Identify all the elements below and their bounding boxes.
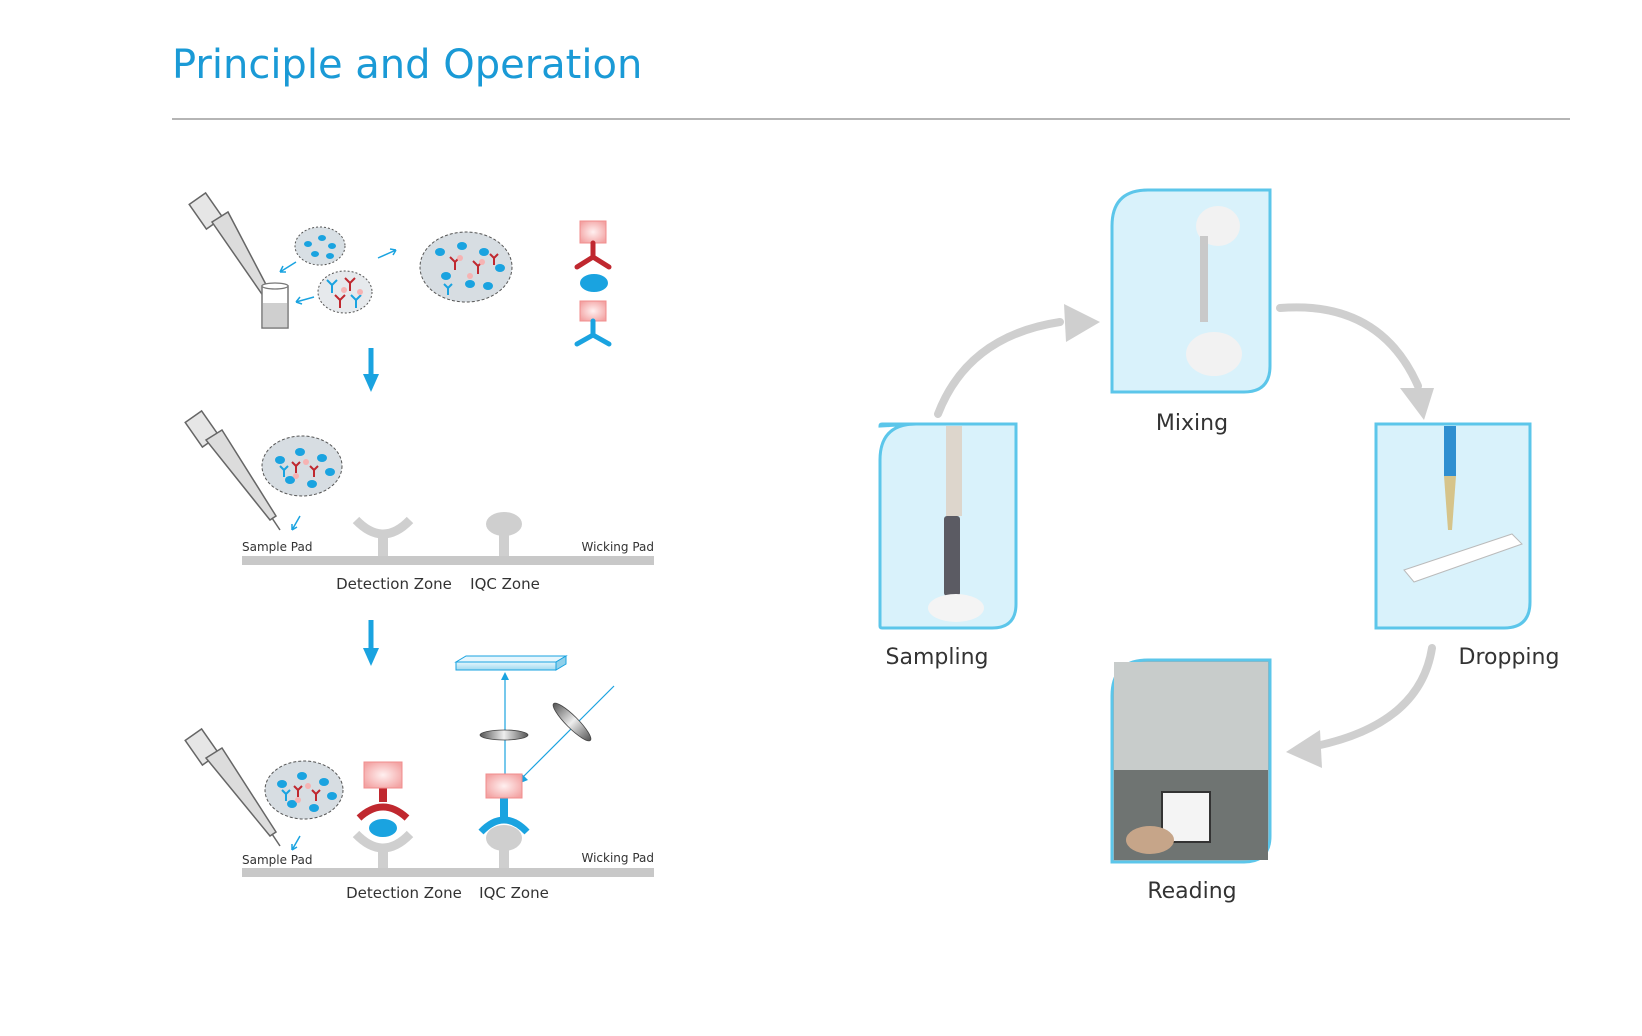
pipette-icon: [188, 191, 277, 313]
step-label-mixing: Mixing: [1156, 411, 1228, 436]
beaker-icon: [261, 282, 289, 329]
wicking-pad-label: Wicking Pad: [581, 851, 654, 865]
arrow-sampling-to-mixing: [934, 318, 1064, 418]
page-title: Principle and Operation: [172, 42, 643, 88]
detection-zone-label: Detection Zone: [346, 884, 462, 902]
pipette-icon: [184, 409, 281, 531]
arrow-mixing-to-dropping: [1276, 303, 1422, 390]
step-label-reading: Reading: [1147, 879, 1236, 904]
sample-pad-label: Sample Pad: [242, 853, 312, 867]
title-divider: [172, 118, 1570, 120]
iqc-zone-complex: [478, 773, 530, 868]
lens-icon: [479, 729, 529, 741]
iqc-zone-capture: [486, 512, 522, 556]
workflow-step-dropping: Dropping: [1374, 422, 1560, 670]
workflow-arrows: [934, 303, 1436, 750]
workflow-arrowheads: [1064, 304, 1434, 768]
down-arrow-icon: [363, 620, 379, 666]
step-label-sampling: Sampling: [886, 645, 989, 670]
iqc-zone-label: IQC Zone: [470, 575, 540, 593]
step3-reading-illustration: Sample Pad Wicking Pad Detection Zone IQ…: [184, 655, 654, 902]
test-strip: [242, 556, 654, 565]
small-outline-arrows: [279, 248, 397, 305]
workflow-step-reading: Reading: [1110, 658, 1272, 904]
step1-mixing-illustration: [188, 191, 612, 347]
wicking-pad-label: Wicking Pad: [581, 540, 654, 554]
excitation-light-path: [519, 685, 615, 781]
pipette-icon: [184, 727, 281, 847]
down-arrow-icon: [363, 348, 379, 392]
mixture-circle: [419, 231, 513, 303]
workflow-step-mixing: Mixing: [1110, 188, 1272, 436]
detection-zone-capture: [352, 516, 414, 556]
optical-reader-plate: [454, 655, 568, 671]
test-strip: [242, 868, 654, 877]
sample-pad-label: Sample Pad: [242, 540, 312, 554]
detection-zone-complex: [352, 761, 414, 868]
iqc-zone-label: IQC Zone: [479, 884, 549, 902]
arrow-dropping-to-reading: [1312, 644, 1436, 750]
workflow-step-sampling: Sampling: [878, 422, 1018, 670]
antigen-solution-circle: [294, 226, 346, 266]
lens-icon: [552, 702, 592, 742]
reagent-legend: [574, 220, 612, 347]
step-label-dropping: Dropping: [1459, 645, 1560, 670]
mixture-circle: [264, 760, 344, 820]
detection-zone-label: Detection Zone: [336, 575, 452, 593]
mixture-circle: [261, 435, 343, 497]
antibody-solution-circle: [317, 270, 373, 314]
step2-strip-illustration: Sample Pad Wicking Pad Detection Zone IQ…: [184, 409, 654, 593]
